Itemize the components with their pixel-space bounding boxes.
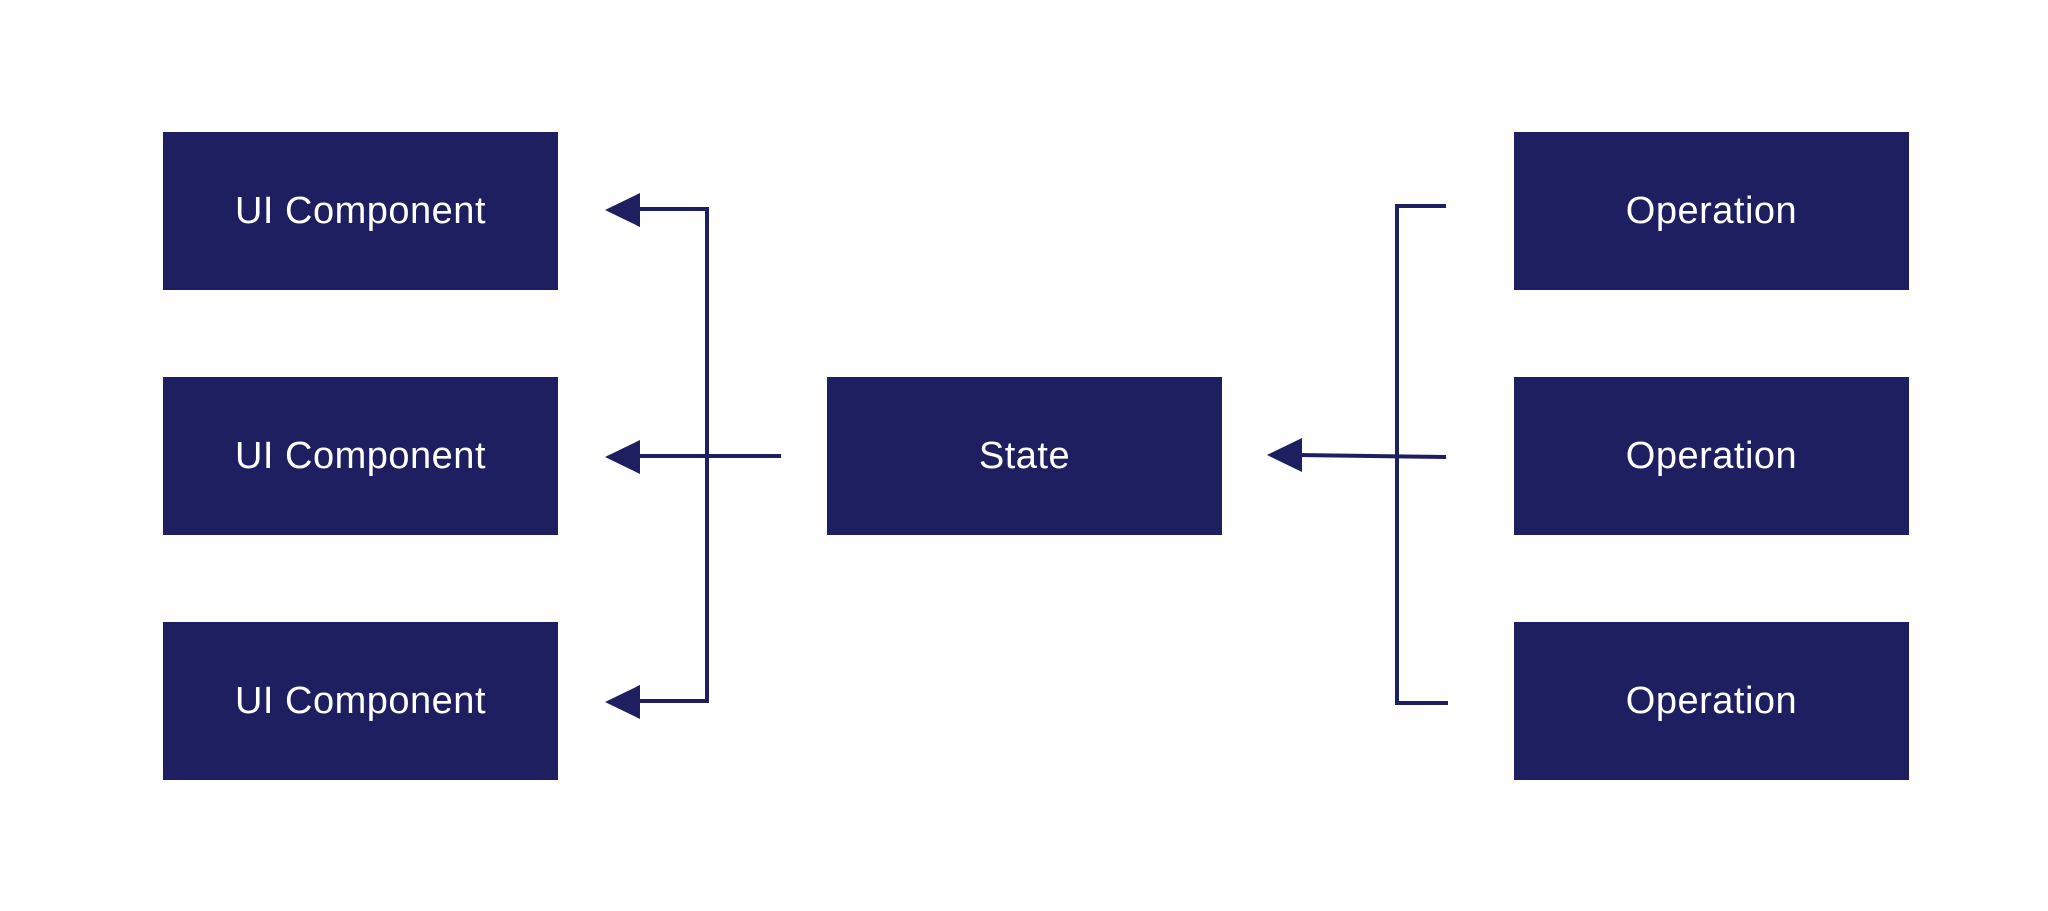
- state-box: State: [827, 377, 1222, 535]
- operation-box-1: Operation: [1514, 132, 1909, 290]
- ui-component-label: UI Component: [234, 189, 486, 232]
- ui-component-label: UI Component: [234, 434, 486, 477]
- arrowhead-ui-3: [605, 685, 640, 719]
- operation-label: Operation: [1625, 679, 1798, 722]
- ui-component-box-3: UI Component: [163, 622, 558, 780]
- ui-component-box-2: UI Component: [163, 377, 558, 535]
- operation-box-3: Operation: [1514, 622, 1909, 780]
- operation-label: Operation: [1625, 434, 1798, 477]
- operation-label: Operation: [1625, 189, 1798, 232]
- operation-box-2: Operation: [1514, 377, 1909, 535]
- arrowhead-ui-1: [605, 193, 640, 227]
- connector-op-2-to-state: [1297, 453, 1447, 459]
- ui-component-label: UI Component: [234, 679, 486, 722]
- arrowhead-ui-2: [605, 440, 640, 474]
- ui-component-box-1: UI Component: [163, 132, 558, 290]
- state-label: State: [978, 434, 1071, 477]
- arrowhead-state: [1267, 438, 1302, 472]
